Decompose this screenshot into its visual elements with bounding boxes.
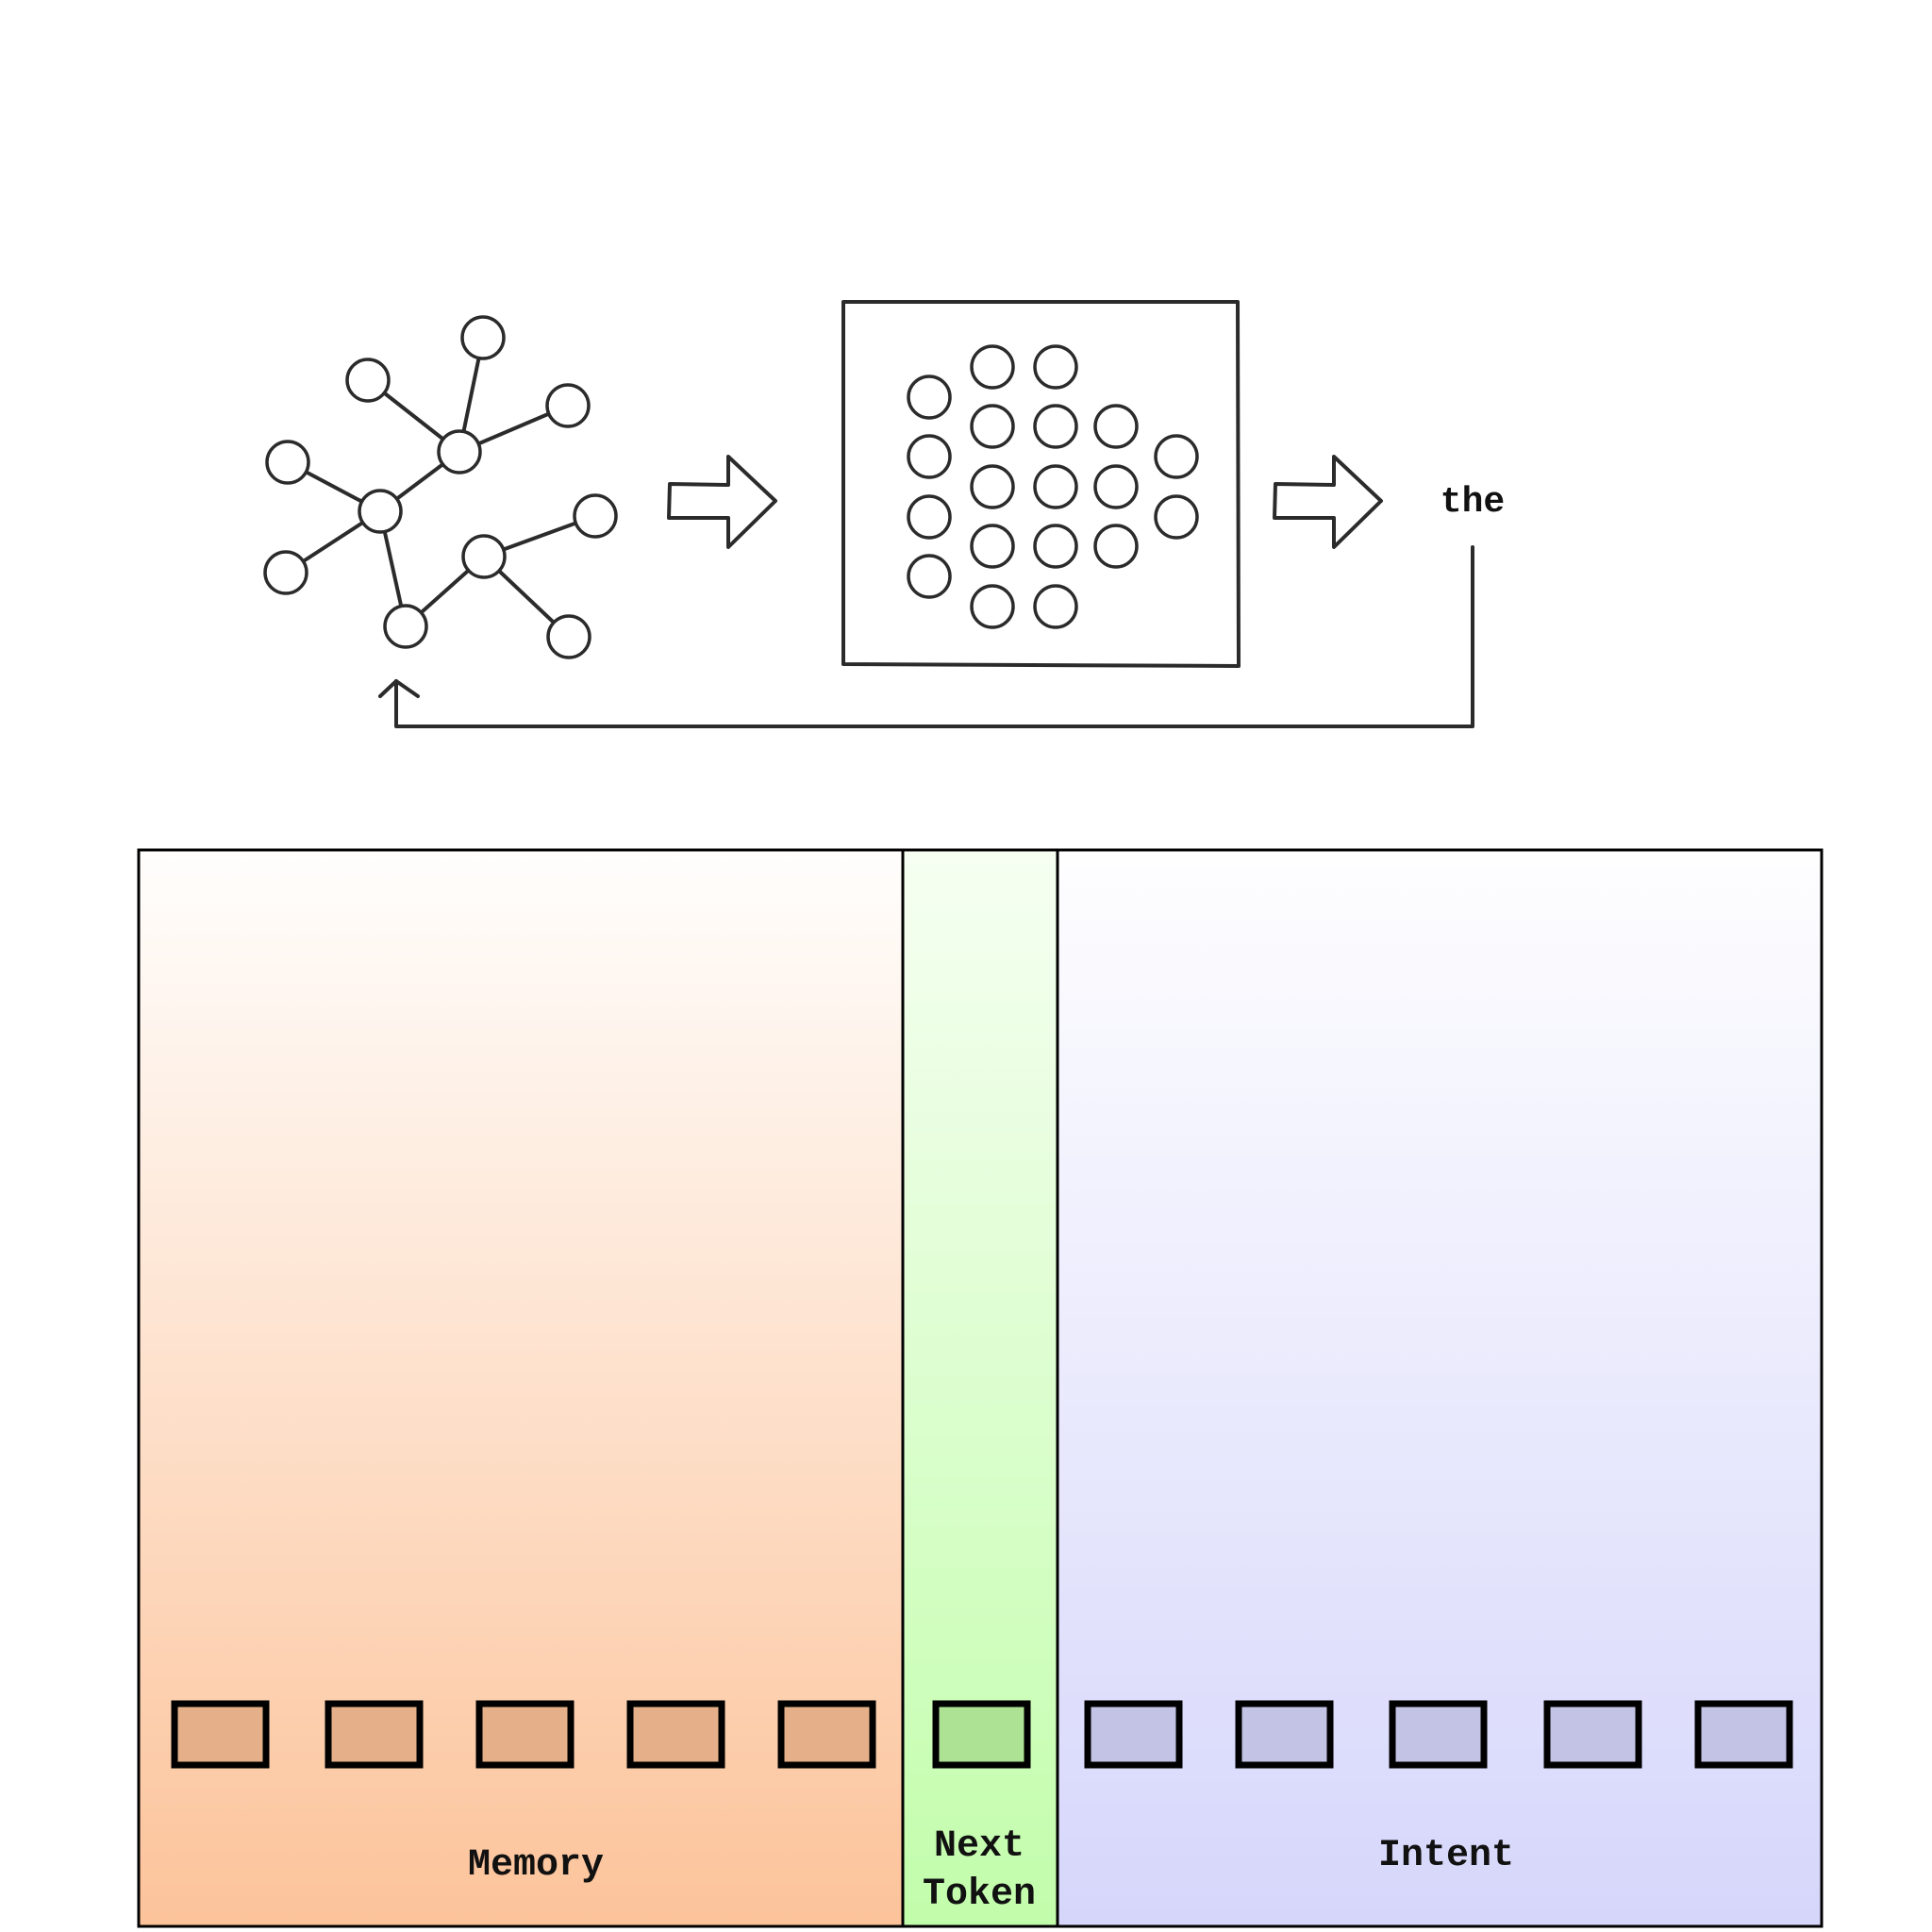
graph-node: [265, 440, 310, 485]
graph-network: [263, 315, 618, 659]
neuron: [1033, 464, 1078, 509]
feedback-loop-arrow: [378, 545, 1474, 728]
neuron: [1093, 524, 1139, 569]
graph-edges: [284, 336, 597, 639]
right-arrow-icon: [1273, 455, 1383, 549]
neuron: [970, 524, 1015, 569]
neuron: [1033, 404, 1078, 449]
context-border: [137, 848, 1824, 1928]
context-window: Memory Next Token Intent: [137, 848, 1824, 1928]
intent-tokens: [1084, 1700, 1793, 1769]
neuron: [970, 584, 1015, 629]
neuron: [907, 375, 952, 420]
memory-token: [626, 1700, 725, 1769]
neural-network: [841, 300, 1241, 668]
neuron-column-5: [1154, 434, 1199, 540]
neuron: [1154, 494, 1199, 540]
right-arrow-icon: [667, 455, 777, 549]
up-arrowhead-icon: [378, 679, 420, 698]
neuron: [1033, 524, 1078, 569]
neuron: [1093, 464, 1139, 509]
neuron-column-4: [1093, 404, 1139, 569]
output-token-label: the: [1441, 482, 1505, 523]
neuron-column-2: [970, 344, 1015, 629]
intent-token: [1235, 1700, 1334, 1769]
neuron: [1033, 344, 1078, 390]
memory-token: [171, 1700, 270, 1769]
graph-node: [545, 383, 591, 428]
next-tokens: [932, 1700, 1031, 1769]
graph-node: [263, 550, 308, 595]
graph-node: [573, 493, 618, 539]
neuron: [1093, 404, 1139, 449]
memory-token: [475, 1700, 575, 1769]
neuron-column-1: [907, 375, 952, 599]
intent-token: [1084, 1700, 1183, 1769]
neuron: [1154, 434, 1199, 479]
intent-token: [1694, 1700, 1793, 1769]
neuron-column-3: [1033, 344, 1078, 629]
neuron: [907, 434, 952, 479]
graph-node: [460, 315, 506, 360]
neuron: [907, 494, 952, 540]
memory-token: [777, 1700, 876, 1769]
next-token: [932, 1700, 1031, 1769]
next-token-label-line2: Token: [923, 1874, 1036, 1916]
memory-label: Memory: [468, 1844, 604, 1887]
graph-node: [345, 358, 391, 403]
neuron: [907, 554, 952, 599]
neuron: [970, 464, 1015, 509]
graph-node: [358, 489, 403, 534]
neuron: [970, 344, 1015, 390]
next-token-label-line1: Next: [934, 1825, 1024, 1868]
graph-node: [461, 534, 507, 579]
graph-node: [437, 429, 482, 475]
graph-node: [383, 604, 428, 649]
neuron: [1033, 584, 1078, 629]
graph-node: [546, 614, 591, 659]
memory-tokens: [171, 1700, 876, 1769]
memory-token: [325, 1700, 424, 1769]
model-box: [841, 300, 1241, 668]
graph-nodes: [263, 315, 618, 659]
intent-token: [1543, 1700, 1642, 1769]
intent-label: Intent: [1378, 1835, 1514, 1877]
intent-token: [1389, 1700, 1488, 1769]
neuron: [970, 404, 1015, 449]
